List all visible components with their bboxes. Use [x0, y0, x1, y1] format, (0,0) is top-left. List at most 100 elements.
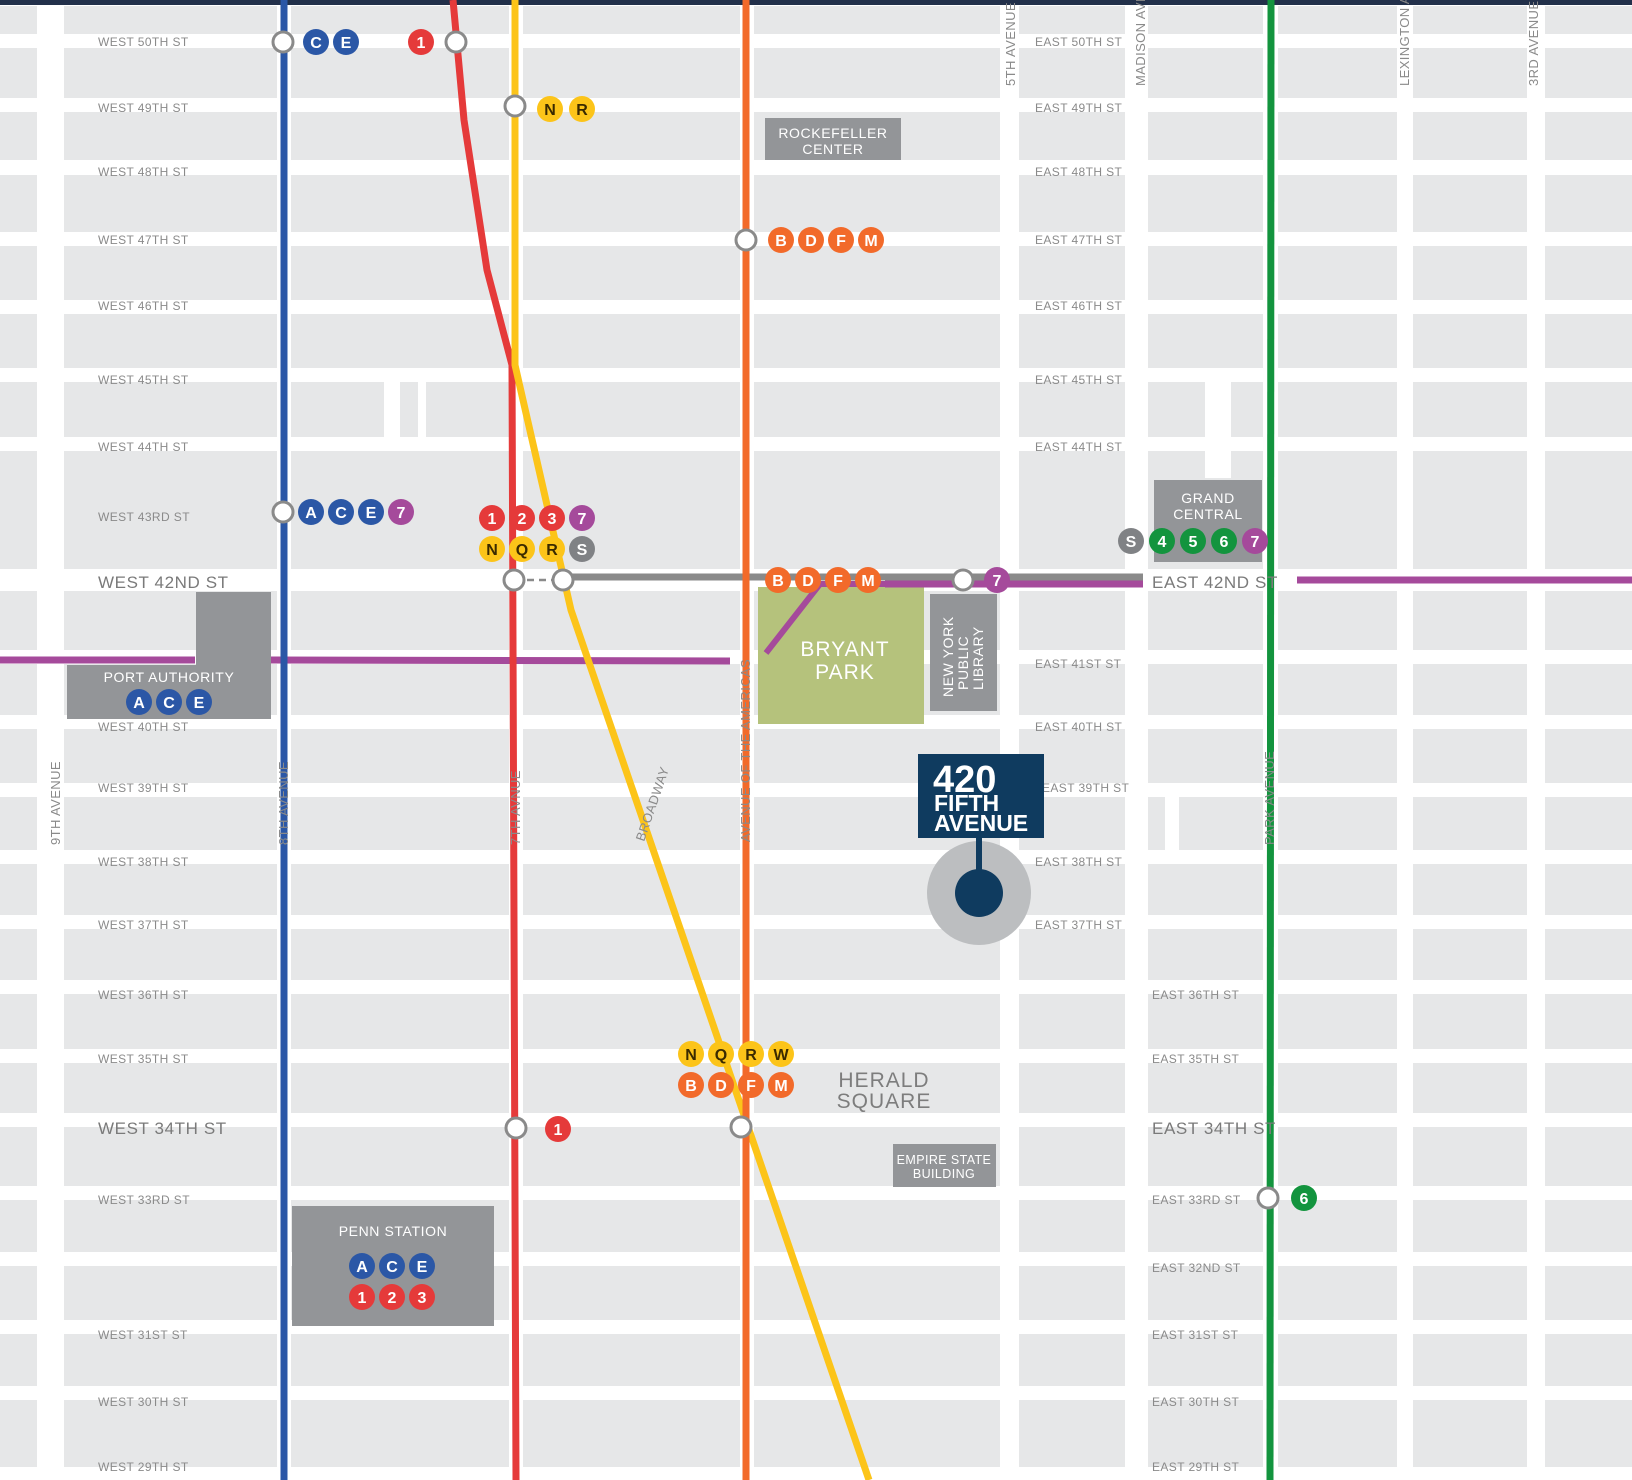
route-bullet-penn-123-1[interactable] [349, 1284, 375, 1310]
route-bullet-bdfm-42-M[interactable] [855, 567, 881, 593]
route-bullet-ce-50-E[interactable] [333, 29, 359, 55]
city-block [1148, 175, 1263, 232]
marker-line-avenue: AVENUE [934, 810, 1028, 836]
route-bullet-herald-bdfm-F[interactable] [738, 1072, 764, 1098]
empire-state-box[interactable] [893, 1144, 996, 1187]
route-bullet-herald-nqrw-N[interactable] [678, 1041, 704, 1067]
city-block [754, 994, 1000, 1049]
library-box[interactable] [930, 594, 997, 711]
route-bullet-ts-yellow-N[interactable] [479, 536, 505, 562]
route-bullet-penn-123-3[interactable] [409, 1284, 435, 1310]
route-bullet-pa-A[interactable] [126, 689, 152, 715]
route-bullet-ce-50-C[interactable] [303, 29, 329, 55]
building-marker[interactable]: 420 FIFTH AVENUE [918, 754, 1044, 945]
route-bullet-pa-E[interactable] [186, 689, 212, 715]
station-transfer-circle[interactable] [551, 568, 575, 592]
route-bullet-one-50-1[interactable] [408, 29, 434, 55]
route-bullet-bdfm-47-D[interactable] [798, 227, 824, 253]
route-bullet-bdfm-42-B[interactable] [765, 567, 791, 593]
route-bullet-ace7-43-E[interactable] [358, 499, 384, 525]
route-bullet-bdfm-47-M[interactable] [858, 227, 884, 253]
route-bullet-gc-4[interactable] [1149, 528, 1175, 554]
route-bullet-label: 6 [1300, 1191, 1309, 1208]
route-bullet-bdfm-47-B[interactable] [768, 227, 794, 253]
route-bullet-label: 1 [358, 1290, 367, 1307]
city-block [1278, 864, 1397, 915]
city-block [291, 314, 509, 368]
route-bullet-ace7-43-C[interactable] [328, 499, 354, 525]
route-bullet-pa-C[interactable] [156, 689, 182, 715]
street-label-e46: EAST 46TH ST [1035, 299, 1123, 313]
city-block [0, 1127, 37, 1186]
route-bullet-gc-6[interactable] [1211, 528, 1237, 554]
station-transfer-circle[interactable] [734, 228, 758, 252]
station-transfer-circle[interactable] [504, 1116, 528, 1140]
station-transfer-circle[interactable] [729, 1115, 753, 1139]
street-label-w39: WEST 39TH ST [98, 781, 189, 795]
route-bullet-seven-5th-7[interactable] [984, 567, 1010, 593]
route-bullet-penn-ace-C[interactable] [379, 1253, 405, 1279]
port-authority-box[interactable] [67, 592, 271, 719]
route-bullet-herald-bdfm-M[interactable] [768, 1072, 794, 1098]
route-bullet-label: 7 [397, 505, 406, 522]
city-block [754, 246, 1000, 300]
route-bullet-label: N [544, 102, 556, 119]
bryant-park[interactable] [758, 587, 924, 724]
city-block [1278, 929, 1397, 980]
street-label-e29: EAST 29TH ST [1152, 1460, 1240, 1474]
route-bullet-herald-nqrw-R[interactable] [738, 1041, 764, 1067]
station-transfer-circle[interactable] [444, 30, 468, 54]
route-bullet-label: 2 [388, 1290, 397, 1307]
route-bullet-label: R [745, 1047, 757, 1064]
route-bullet-bdfm-42-D[interactable] [795, 567, 821, 593]
street-label-e42: EAST 42ND ST [1152, 573, 1278, 592]
city-block [0, 664, 37, 715]
route-bullet-ts-red-7[interactable] [569, 505, 595, 531]
route-bullet-ts-red-2[interactable] [509, 505, 535, 531]
city-block [0, 1063, 37, 1113]
route-bullet-gc-S[interactable] [1118, 528, 1144, 554]
route-bullet-ts-red-1[interactable] [479, 505, 505, 531]
city-block [64, 1200, 277, 1252]
route-bullet-one-34-1[interactable] [545, 1116, 571, 1142]
station-transfer-circle[interactable] [1256, 1186, 1280, 1210]
street-label-e44: EAST 44TH ST [1035, 440, 1123, 454]
station-transfer-circle[interactable] [951, 568, 975, 592]
route-bullet-nr-49-N[interactable] [537, 96, 563, 122]
route-bullet-gc-7[interactable] [1242, 528, 1268, 554]
route-bullet-ts-yellow-S[interactable] [569, 536, 595, 562]
route-bullet-herald-bdfm-B[interactable] [678, 1072, 704, 1098]
route-bullet-penn-ace-E[interactable] [409, 1253, 435, 1279]
route-bullet-six-33-6[interactable] [1291, 1185, 1317, 1211]
route-bullet-bdfm-42-F[interactable] [825, 567, 851, 593]
route-bullet-ace7-43-7[interactable] [388, 499, 414, 525]
route-bullet-ts-red-3[interactable] [539, 505, 565, 531]
route-bullet-penn-123-2[interactable] [379, 1284, 405, 1310]
route-bullet-bdfm-47-F[interactable] [828, 227, 854, 253]
route-bullet-herald-bdfm-D[interactable] [708, 1072, 734, 1098]
route-bullet-penn-ace-A[interactable] [349, 1253, 375, 1279]
station-transfer-circle[interactable] [271, 30, 295, 54]
city-block [291, 729, 509, 783]
route-bullet-ace7-43-A[interactable] [298, 499, 324, 525]
city-block [1019, 1334, 1125, 1386]
route-bullet-label: B [685, 1078, 697, 1095]
route-bullet-herald-nqrw-W[interactable] [768, 1041, 794, 1067]
city-block [1278, 314, 1397, 368]
route-bullet-gc-5[interactable] [1180, 528, 1206, 554]
station-transfer-circle[interactable] [503, 94, 527, 118]
seventh-avenue-label: 7TH AVNUE [508, 770, 523, 845]
route-bullet-nr-49-R[interactable] [569, 96, 595, 122]
route-bullet-label: S [577, 542, 588, 559]
station-transfer-circle[interactable] [271, 500, 295, 524]
route-bullet-herald-nqrw-Q[interactable] [708, 1041, 734, 1067]
city-block [291, 48, 509, 98]
route-bullet-ts-yellow-R[interactable] [539, 536, 565, 562]
city-block [64, 175, 277, 232]
route-bullet-ts-yellow-Q[interactable] [509, 536, 535, 562]
rockefeller-center-box[interactable] [765, 118, 901, 160]
alley [1205, 382, 1231, 478]
station-transfer-circle[interactable] [502, 568, 526, 592]
city-block [1413, 451, 1527, 569]
